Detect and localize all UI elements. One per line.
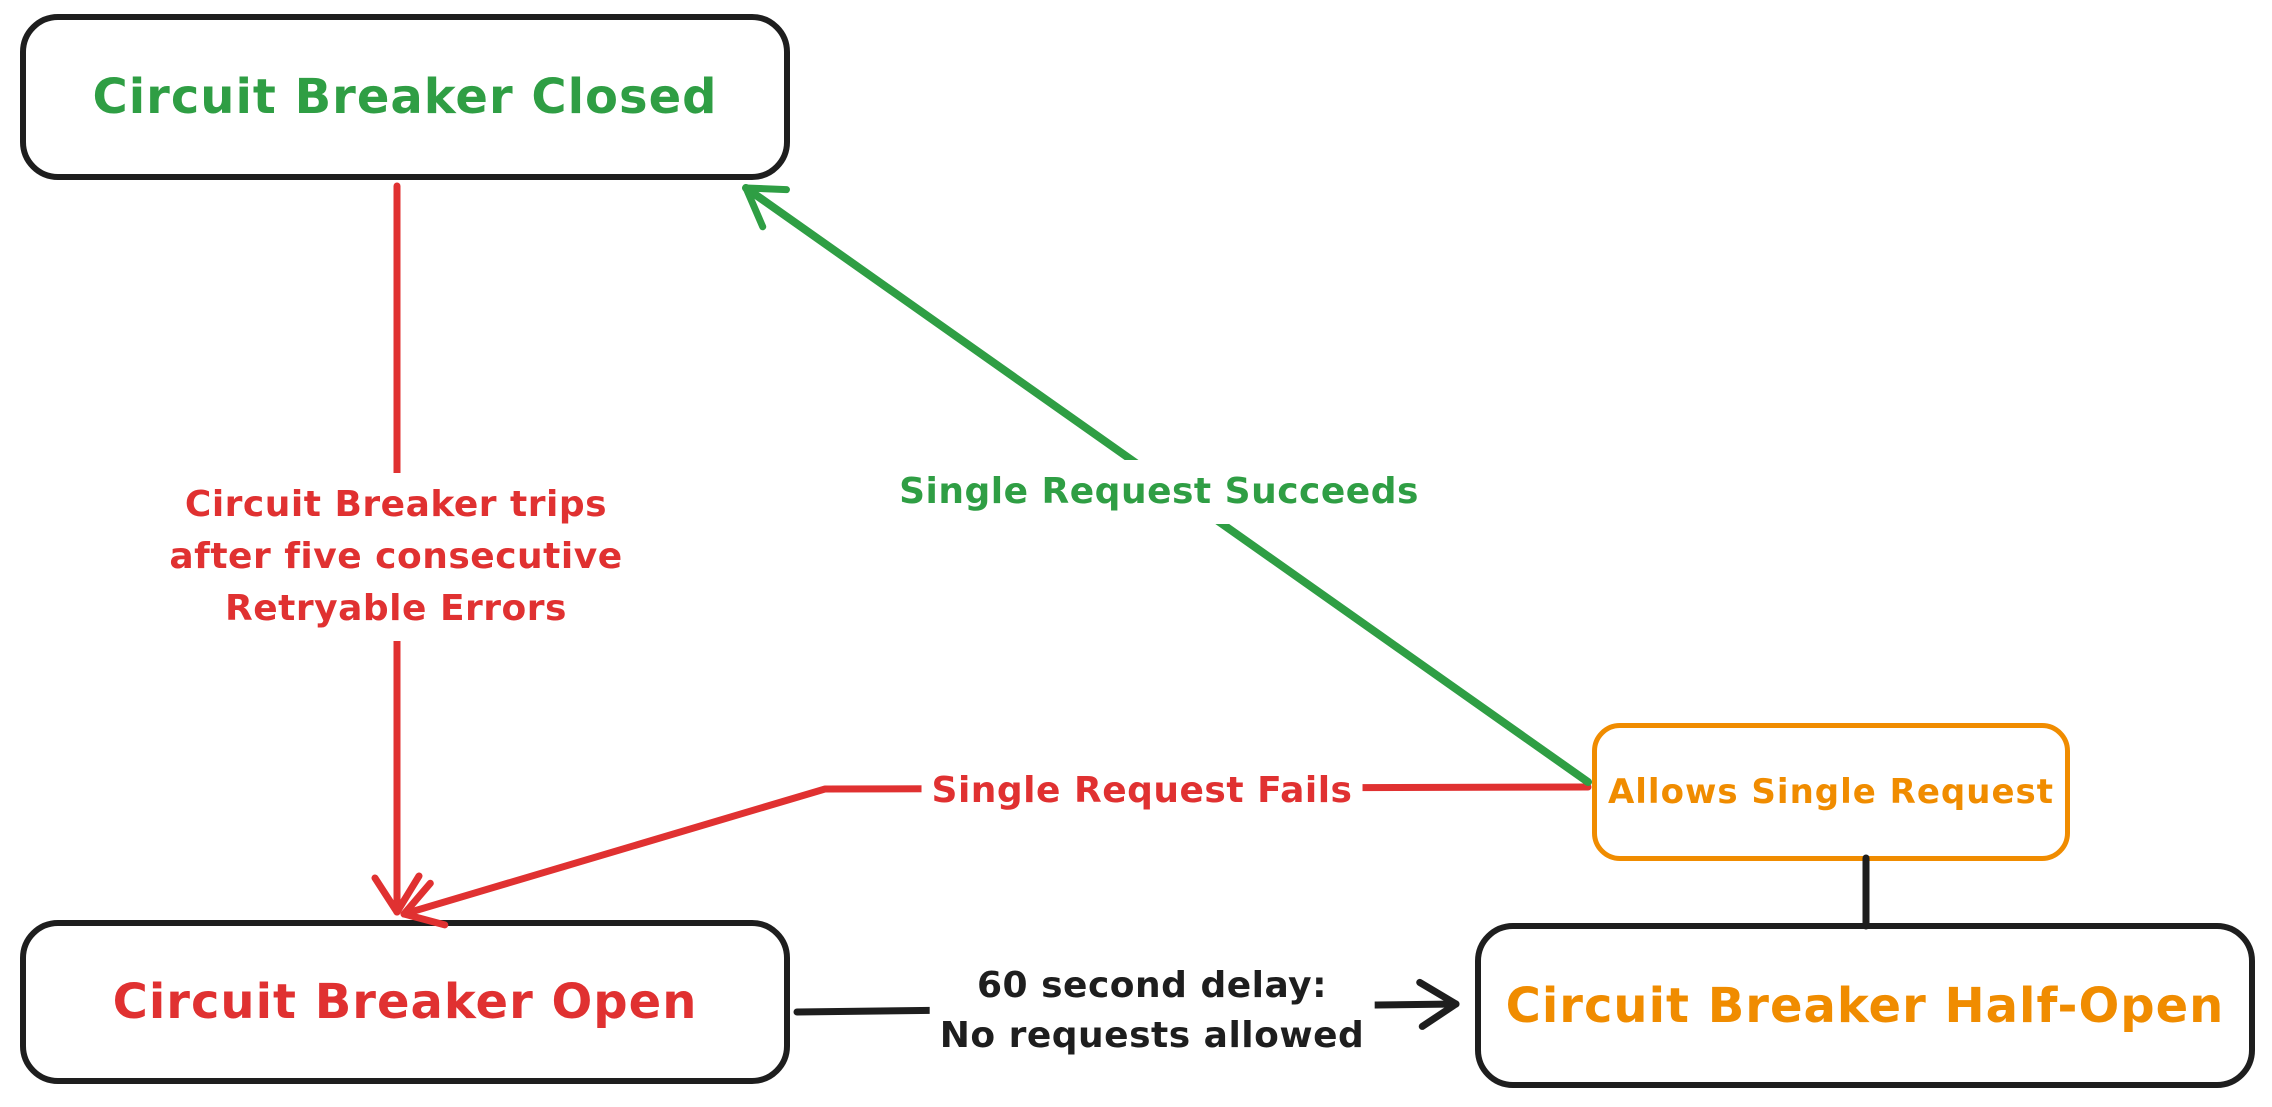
edge-label-succeed: Single Request Succeeds <box>889 460 1429 524</box>
state-node-open: Circuit Breaker Open <box>20 920 790 1084</box>
state-node-half-open: Circuit Breaker Half-Open <box>1475 923 2255 1088</box>
state-node-allows-single-request: Allows Single Request <box>1592 723 2070 861</box>
edge-label-trip-line3: Retryable Errors <box>225 588 567 629</box>
edge-label-trip-line2: after five consecutive <box>169 536 623 577</box>
state-label-allows-single-request: Allows Single Request <box>1607 772 2055 812</box>
edge-label-delay: 60 second delay: No requests allowed <box>929 955 1375 1067</box>
state-label-half-open: Circuit Breaker Half-Open <box>1505 977 2225 1034</box>
edge-label-trip: Circuit Breaker trips after five consecu… <box>159 473 633 641</box>
edge-label-trip-line1: Circuit Breaker trips <box>184 484 608 525</box>
edge-label-delay-line1: 60 second delay: <box>976 965 1328 1006</box>
state-label-open: Circuit Breaker Open <box>112 974 698 1030</box>
state-node-closed: Circuit Breaker Closed <box>20 14 790 180</box>
edge-label-fail: Single Request Fails <box>921 759 1363 823</box>
edge-label-delay-line2: No requests allowed <box>939 1015 1365 1056</box>
state-label-closed: Circuit Breaker Closed <box>92 69 718 125</box>
